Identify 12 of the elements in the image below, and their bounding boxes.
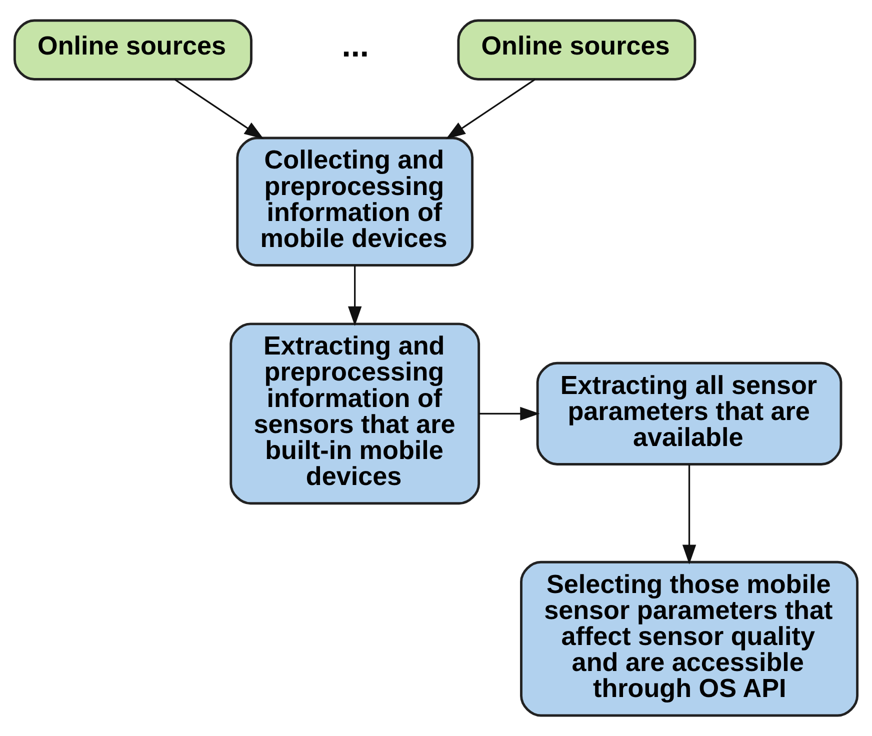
- arrow: [478, 406, 540, 421]
- arrow: [174, 78, 264, 140]
- arrow: [682, 464, 696, 564]
- node-box: Extracting all sensor parameters that are available: [536, 362, 842, 466]
- arrow: [348, 265, 362, 326]
- arrow: [446, 78, 536, 140]
- node-box: Selecting those mobile sensor parameters that affect sensor quality and are accessible through OS API: [520, 560, 859, 717]
- node-box: Online sources: [13, 19, 252, 80]
- node-box: Extracting and preprocessing information of sensors that are built-in mobile devices: [230, 322, 480, 505]
- label: ...: [342, 26, 369, 64]
- node-box: Collecting and preprocessing information of mobile devices: [236, 136, 474, 266]
- node-box: Online sources: [457, 19, 696, 80]
